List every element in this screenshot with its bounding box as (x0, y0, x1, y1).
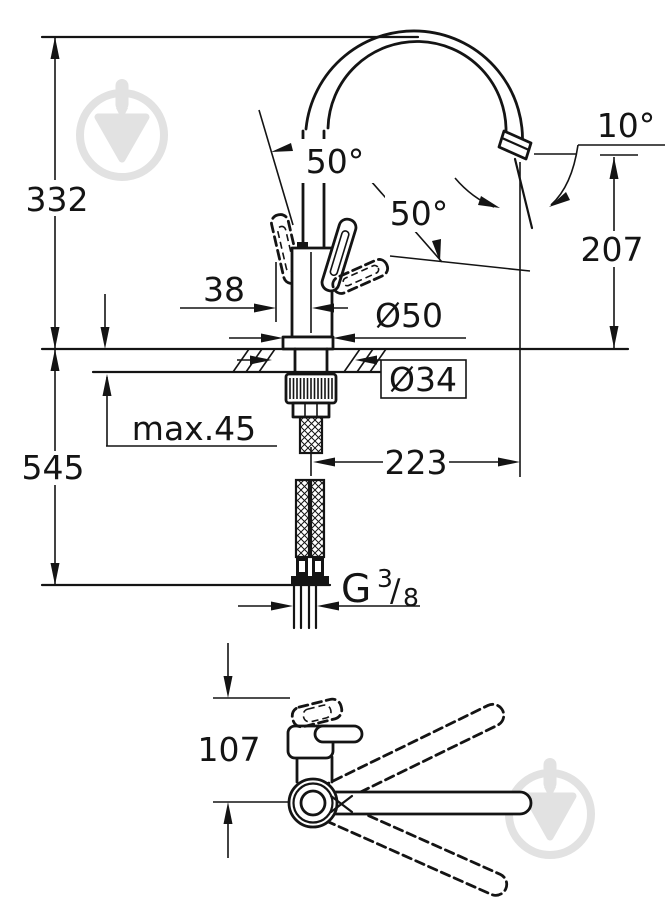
arrow-38-left (254, 303, 276, 313)
dim-d34-box (380, 359, 467, 399)
thread-denominator: 8 (403, 583, 419, 612)
watermark-logo-top-left (76, 79, 168, 181)
arrow-107-top (223, 676, 233, 698)
dim-overall-height-label: 332 (26, 180, 89, 219)
arrow-d50-right (333, 333, 355, 343)
watermark-trowel-blade (523, 792, 577, 841)
watermark-trowel-handle (115, 79, 129, 111)
arrow-545-top (50, 349, 60, 371)
watermark-trowel-blade (94, 113, 150, 163)
lever-phantom-right-inner (342, 264, 380, 287)
dim-38-lines (180, 262, 348, 322)
arrow-d34-right (355, 355, 377, 365)
arrow-max45-down (100, 327, 110, 349)
mounting-nut-knurling (289, 378, 333, 399)
arrow-332-top (50, 37, 60, 59)
thread-numerator: 3 (377, 564, 393, 593)
faucet-body (290, 246, 334, 339)
swivel-base-inner-circle (299, 789, 327, 817)
side-view: 332 545 38 50° 50° 10° 207 Ø50 Ø34 max.4… (18, 29, 665, 630)
watermark-trowel-handle (543, 758, 557, 790)
lever-phantom-left (270, 213, 302, 285)
connector-pipes (292, 583, 318, 630)
gooseneck-outer-arc (304, 29, 524, 152)
body-plan-columns (295, 755, 334, 784)
lever-plan-phantom-inner (302, 704, 332, 723)
label-backgrounds (18, 139, 647, 485)
dim-outlet-height-label: 207 (581, 230, 644, 269)
bg-50a (296, 139, 374, 183)
flex-hose-right (309, 478, 326, 559)
bg-223 (383, 446, 449, 478)
arrow-max45-up (102, 374, 112, 396)
arrow-d50-left (261, 333, 283, 343)
dim-max-thickness-label: max.45 (132, 409, 256, 448)
top-view: 107 (198, 643, 533, 897)
bg-50b (385, 194, 453, 232)
arrow-d34-left (250, 355, 272, 365)
hose-connector-right-slot (315, 561, 321, 572)
arrow-outlet-angle-right (549, 192, 570, 207)
mounting-washer (291, 401, 331, 419)
base-flange (281, 335, 335, 351)
thread-letter: G (341, 567, 371, 612)
deck-hole-clearance (288, 350, 334, 371)
water-stream-line (513, 157, 534, 230)
dim-lever-offset-label: 38 (203, 270, 245, 309)
bg-207 (577, 231, 647, 267)
swivel-base-mid-circle (292, 782, 334, 824)
arrow-545-bottom (50, 563, 60, 585)
hose-connector-left-slot (299, 561, 305, 572)
arrow-g38-left (271, 601, 293, 611)
thread-size-label: G 3 / 8 (341, 564, 419, 612)
bg-545 (18, 451, 88, 485)
spout-aerator-cap-line (500, 136, 531, 152)
arrow-223-right (498, 457, 520, 467)
arrow-107-bottom (223, 802, 233, 824)
dimension-arrowheads (50, 37, 619, 611)
arrow-lever-angle-right (432, 239, 441, 262)
arrow-207-bottom (609, 326, 619, 348)
lever-solid-inner (329, 230, 350, 277)
lever-plan-solid (313, 724, 364, 744)
arrow-223-left (313, 457, 335, 467)
dim-hole-diameter-label: Ø34 (389, 360, 457, 399)
dim-lever-swing-label: 50° (306, 142, 365, 181)
dim-107-lines (213, 643, 290, 858)
threaded-shank (298, 415, 324, 455)
arrow-outlet-angle-left (478, 196, 500, 208)
lever-phantom-right (331, 258, 389, 295)
hose-connector-band (291, 576, 329, 585)
dim-spout-reach-label: 223 (385, 443, 448, 482)
shank-through-deck (293, 347, 329, 374)
swivel-cross-mark (329, 794, 354, 814)
dim-d34-box-fill (381, 360, 466, 398)
arrow-lever-angle-left (271, 143, 293, 152)
dim-handle-reach-label: 107 (198, 730, 261, 769)
dim-base-diameter-label: Ø50 (375, 296, 443, 335)
lever-pivot-pin (297, 242, 308, 249)
spout-aerator-cap (497, 129, 533, 161)
bg-332 (24, 180, 90, 216)
gooseneck-inner-arc (326, 40, 508, 135)
lever-plan-phantom (290, 697, 344, 729)
arrow-332-bottom (50, 327, 60, 349)
flex-hose-left (294, 478, 311, 559)
outlet-angle-arc-right (550, 144, 579, 206)
mounting-washer-lines (304, 403, 318, 417)
arrow-g38-right (317, 601, 339, 611)
outlet-reference-lines (534, 144, 665, 156)
arrow-207-top (609, 157, 619, 179)
arrow-38-right (312, 303, 334, 313)
dim-outlet-angle-label: 10° (597, 106, 656, 145)
thread-slash: / (390, 573, 401, 609)
dim-lever-swing-side-label: 50° (390, 194, 449, 233)
dim-hose-length-label: 545 (22, 448, 85, 487)
